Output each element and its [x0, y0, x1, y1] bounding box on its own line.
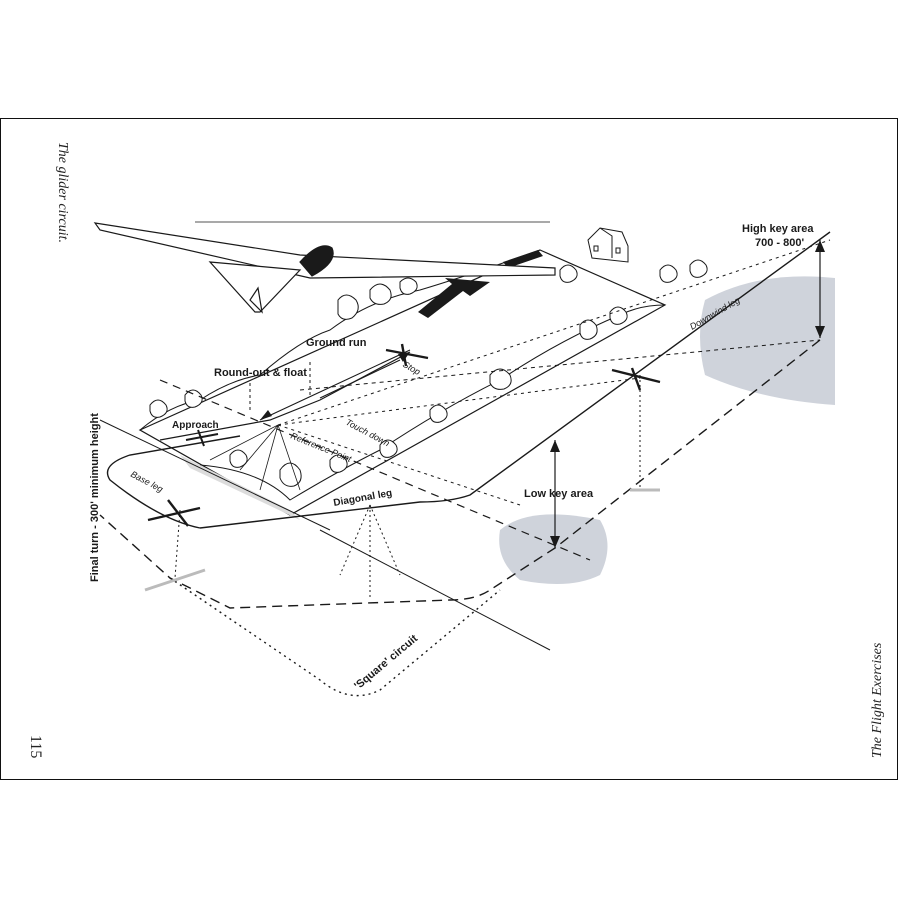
round-out-arrow	[249, 360, 311, 410]
round-out-label: Round-out & float	[214, 367, 307, 379]
glider-small-downwind	[611, 367, 661, 391]
tree-group	[149, 259, 708, 487]
low-key-label: Low key area	[524, 488, 594, 500]
high-key-area-shade	[700, 276, 835, 405]
ground-shadow-line-2	[99, 419, 331, 531]
projection-dashed-high	[299, 339, 821, 391]
shadow-strokes	[144, 488, 660, 592]
reference-rays	[209, 424, 301, 491]
approach-line	[159, 351, 411, 441]
reference-point-label: Reference Point	[289, 431, 353, 465]
base-leg-curve	[106, 435, 241, 529]
touch-down-label: Touch down	[344, 417, 391, 448]
ground-shadow-line	[319, 529, 551, 651]
page-frame	[0, 118, 898, 780]
projection-dashed-refs	[277, 239, 831, 506]
glider-small-final-turn	[147, 499, 201, 527]
final-turn-label: Final turn - 300' minimum height	[89, 413, 101, 582]
stop-label: Stop	[401, 359, 422, 377]
wind-arrow-tail	[503, 250, 543, 268]
approach-label: Approach	[172, 420, 219, 431]
glider-small-ground-run	[385, 343, 429, 367]
glider-large	[93, 222, 556, 314]
square-circuit-dotted	[169, 577, 501, 697]
ground-run-arrow-line	[259, 349, 411, 421]
base-leg-label: Base leg	[129, 469, 165, 494]
wind-arrow	[418, 278, 490, 318]
ground-run-label: Ground run	[306, 337, 367, 349]
high-key-label-2: 700 - 800'	[755, 237, 804, 249]
farmhouse	[587, 227, 629, 263]
projection-dashed-main	[99, 339, 821, 609]
glider-small-approach	[185, 429, 219, 447]
high-key-label-1: High key area	[742, 223, 814, 235]
projection-dashed-cross	[159, 379, 591, 561]
square-circuit-label: 'Square' circuit	[352, 632, 420, 692]
